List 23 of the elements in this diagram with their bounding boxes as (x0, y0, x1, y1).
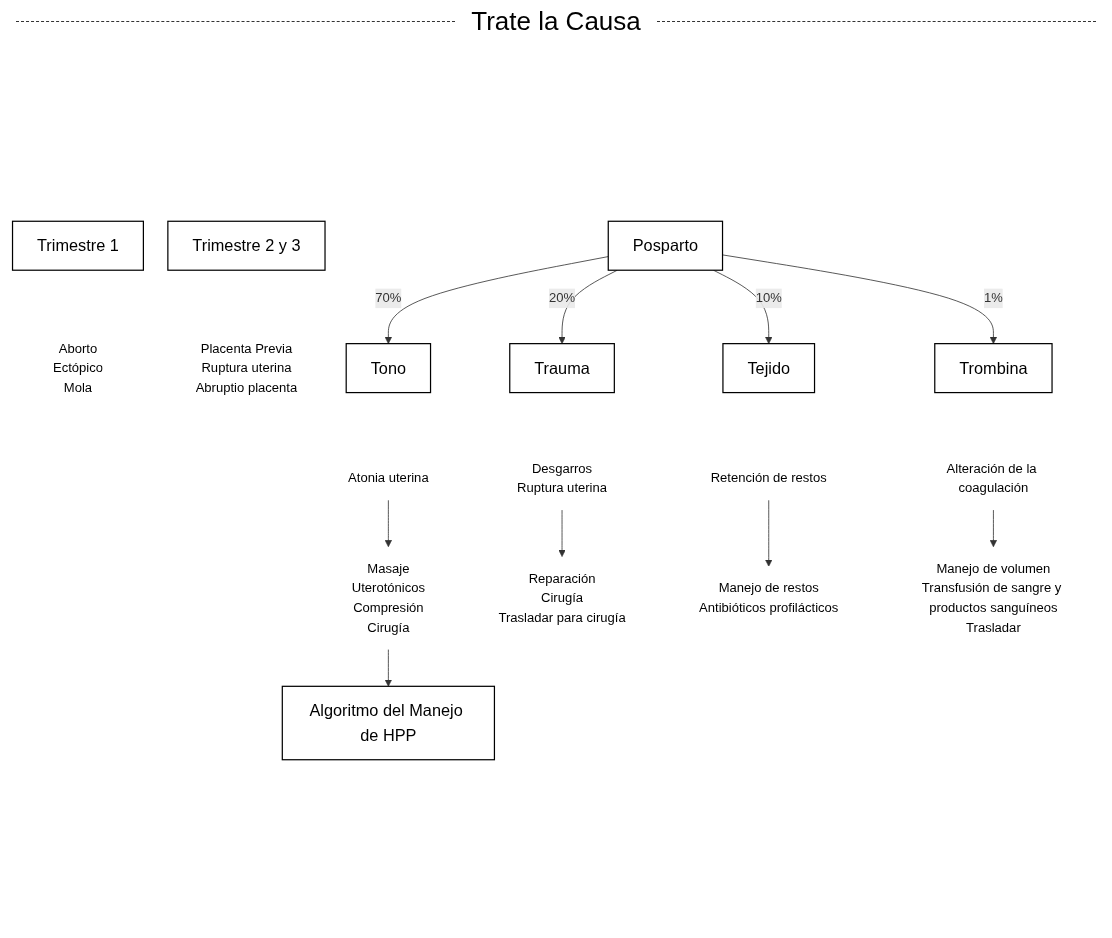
node-text: Masaje Uterotónicos Compresión Cirugía (351, 561, 426, 635)
node-text: Manejo de volumen Transfusión de sangre y productos sanguíneos Trasladar (921, 561, 1062, 635)
section-heading: Trate la Causa (471, 6, 641, 37)
node-box: Posparto (607, 220, 724, 271)
node-text: Desgarros Ruptura uterina (517, 461, 608, 495)
node-text: Atonia uterina (348, 470, 429, 485)
node-text: Alteración de la coagulación (946, 461, 1037, 495)
node-box: Tono (345, 343, 432, 394)
node-box: Trauma (509, 343, 615, 394)
node-box: Algoritmo del Manejo de HPP (281, 685, 496, 761)
edge-label: 10% (755, 291, 782, 305)
node-text: Placenta Previa Ruptura uterina Abruptio placenta (195, 341, 298, 395)
edge-label: 20% (548, 291, 576, 305)
node-text: Retención de restos (710, 470, 827, 485)
node-text: Reparación Cirugía Trasladar para cirugía (498, 571, 626, 625)
node-box: Trimestre 2 y 3 (167, 220, 326, 271)
node-text: Aborto Ectópico Mola (52, 341, 103, 395)
node-box: Tejido (722, 343, 816, 394)
node-box: Trimestre 1 (11, 220, 144, 271)
edge-label: 70% (375, 291, 402, 305)
node-text: Manejo de restos Antibióticos profilácticos (699, 581, 839, 615)
node-box: Trombina (934, 343, 1053, 394)
edge-label: 1% (983, 291, 1003, 305)
